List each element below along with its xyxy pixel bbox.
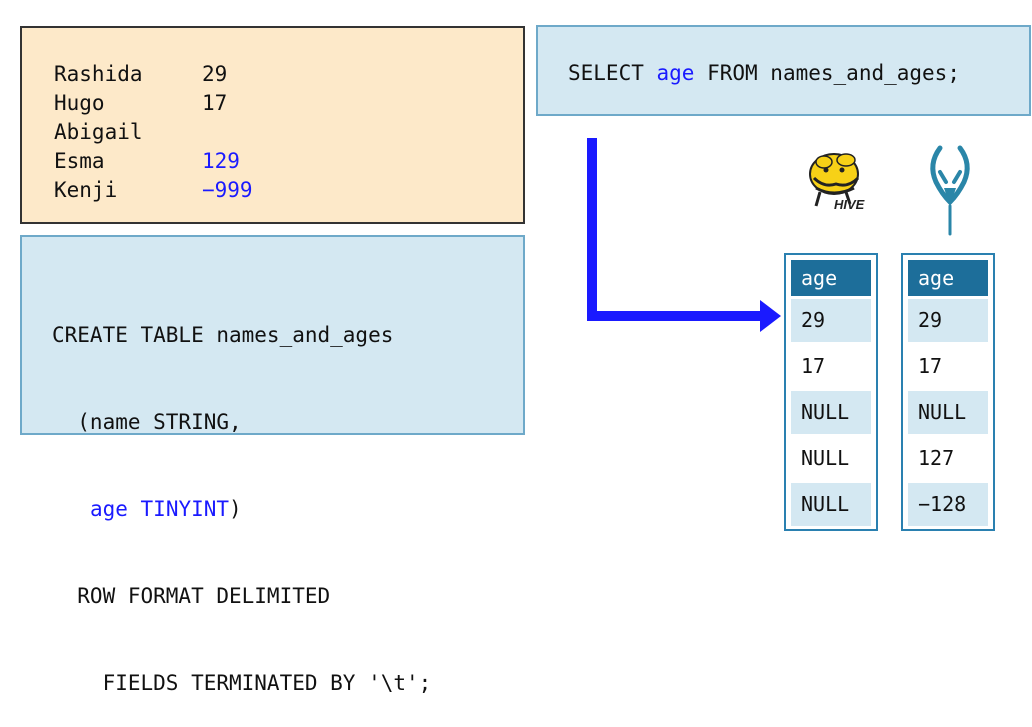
table-cell: 127 — [908, 437, 988, 480]
table-cell: 29 — [908, 299, 988, 342]
data-row: Esma 129 — [54, 147, 523, 176]
data-row-age: −999 — [202, 178, 253, 202]
data-row: Kenji −999 — [54, 176, 523, 205]
table-cell: 17 — [908, 345, 988, 388]
data-row-age: 129 — [202, 149, 240, 173]
select-keyword: SELECT — [568, 61, 657, 85]
code-line: ROW FORMAT DELIMITED — [52, 584, 331, 608]
data-row-name: Hugo — [54, 91, 105, 115]
table-header: age — [908, 260, 988, 296]
table-header: age — [791, 260, 871, 296]
input-data-box: Rashida 29 Hugo 17 Abigail Esma 129 Kenj… — [20, 26, 525, 224]
code-line: CREATE TABLE names_and_ages — [52, 323, 394, 347]
data-row-age: 17 — [202, 91, 228, 115]
data-row-age: 29 — [202, 62, 228, 86]
select-column: age — [656, 61, 695, 85]
code-line: FIELDS TERMINATED BY '\t'; — [52, 671, 432, 695]
data-row-name: Rashida — [54, 62, 143, 86]
impala-logo-icon — [930, 145, 970, 236]
table-cell: −128 — [908, 483, 988, 526]
code-close-paren: ) — [229, 497, 242, 521]
table-cell: NULL — [791, 483, 871, 526]
select-query-box: SELECT age FROM names_and_ages; — [536, 25, 1031, 116]
hive-logo-icon: HIVE — [809, 153, 865, 212]
code-line: age TINYINT) — [52, 495, 523, 524]
table-cell: NULL — [791, 391, 871, 434]
tinyint-type: TINYINT — [140, 497, 230, 521]
data-row-name: Esma — [54, 149, 105, 173]
diagram-overlay: HIVE — [587, 138, 970, 332]
select-from-clause: FROM names_and_ages; — [694, 61, 960, 85]
impala-result-table: age 29 17 NULL 127 −128 — [901, 253, 995, 531]
data-row: Rashida 29 — [54, 60, 523, 89]
hive-logo-text: HIVE — [834, 197, 865, 212]
table-cell: 17 — [791, 345, 871, 388]
table-cell: NULL — [791, 437, 871, 480]
code-line: (name STRING, — [52, 410, 242, 434]
data-row: Abigail — [54, 118, 523, 147]
hive-result-table: age 29 17 NULL NULL NULL — [784, 253, 878, 531]
table-cell: NULL — [908, 391, 988, 434]
flow-arrow — [587, 138, 781, 332]
table-cell: 29 — [791, 299, 871, 342]
age-column-name: age — [89, 497, 128, 521]
data-row-name: Abigail — [54, 120, 143, 144]
data-row-name: Kenji — [54, 178, 118, 202]
data-row: Hugo 17 — [54, 89, 523, 118]
